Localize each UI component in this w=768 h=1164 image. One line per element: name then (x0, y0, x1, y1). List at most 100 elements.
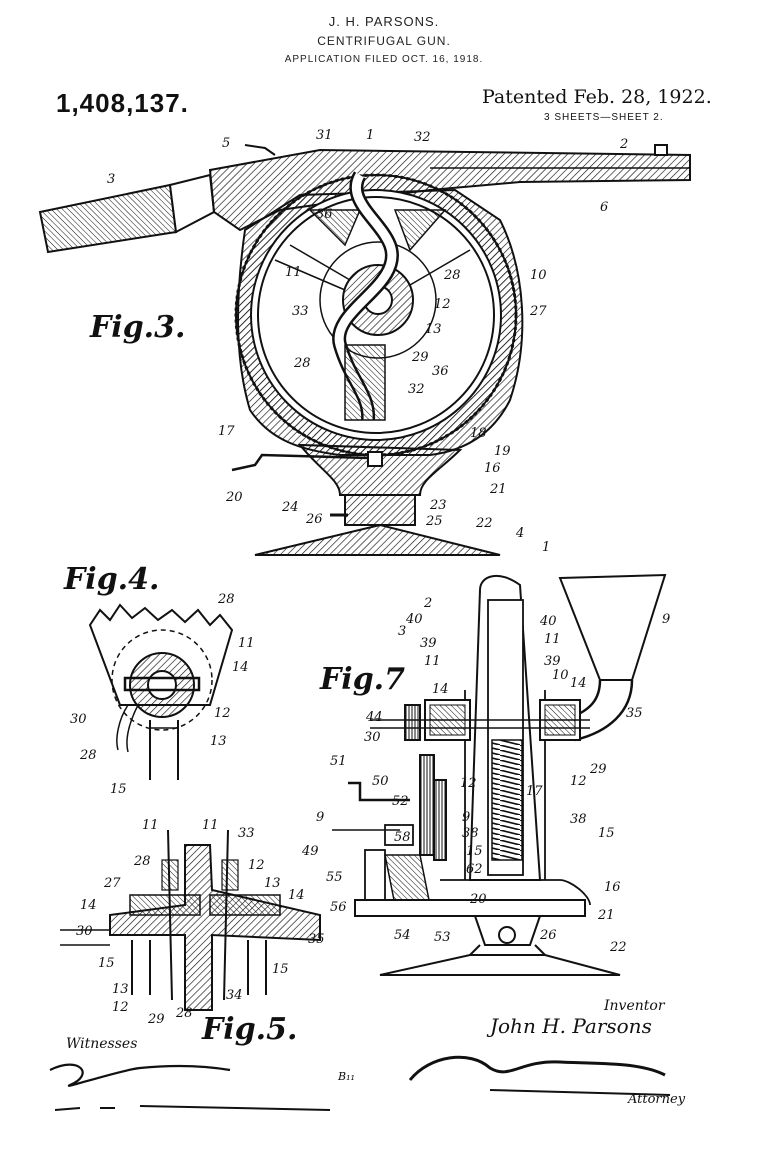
fig7-ref: 9 (316, 810, 325, 825)
inventor-label: Inventor (604, 998, 665, 1014)
fig5-ref: 35 (308, 932, 325, 947)
fig4-ref: 12 (214, 706, 231, 721)
fig7-ref: 16 (604, 880, 621, 895)
fig4-drawing (88, 603, 234, 780)
fig3-ref: 25 (426, 514, 443, 529)
fig3-ref: 16 (484, 461, 501, 476)
signature-strokes (49, 1055, 671, 1111)
fig7-ref: 55 (326, 870, 343, 885)
fig7-ref: 10 (552, 668, 569, 683)
fig3-ref: 19 (494, 444, 511, 459)
inventor-name: John H. Parsons (490, 1014, 652, 1038)
fig5-ref: 30 (76, 924, 93, 939)
fig7-ref: 29 (590, 762, 607, 777)
fig7-ref: 11 (424, 654, 441, 669)
fig7-ref: 15 (466, 844, 483, 859)
fig5-ref: 15 (98, 956, 115, 971)
fig7-ref: 62 (466, 862, 483, 877)
fig5-ref: 14 (288, 888, 305, 903)
fig3-label: Fig.3. (90, 310, 186, 345)
fig3-ref: 26 (306, 512, 323, 527)
fig7-ref: 14 (570, 676, 587, 691)
fig5-ref: 28 (134, 854, 151, 869)
fig7-ref: 22 (610, 940, 627, 955)
fig7-ref: 3 (398, 624, 407, 639)
fig3-ref: 32 (408, 382, 425, 397)
fig3-ref: 11 (285, 265, 302, 280)
fig5-label: Fig.5. (202, 1012, 298, 1047)
fig7-ref: 58 (394, 830, 411, 845)
fig7-ref: 9 (662, 612, 671, 627)
fig4-ref: 28 (80, 748, 97, 763)
fig5-ref: 11 (142, 818, 159, 833)
fig3-ref: 31 (316, 128, 333, 143)
fig7-ref: 39 (544, 654, 561, 669)
fig5-ref: 27 (104, 876, 121, 891)
fig7-ref: 14 (432, 682, 449, 697)
fig3-ref: 10 (530, 268, 547, 283)
fig5-ref: 15 (272, 962, 289, 977)
fig3-ref: 12 (434, 297, 451, 312)
fig4-ref: 14 (232, 660, 249, 675)
fig7-ref: 44 (366, 710, 383, 725)
fig3-ref: 6 (600, 200, 609, 215)
witnesses-label: Witnesses (66, 1036, 138, 1052)
fig7-ref: 35 (626, 706, 643, 721)
fig7-ref: 52 (392, 794, 409, 809)
fig3-ref: 33 (292, 304, 309, 319)
fig5-ref: 33 (238, 826, 255, 841)
fig7-ref: 40 (540, 614, 557, 629)
fig3-ref: 18 (470, 426, 487, 441)
fig3-ref: 23 (430, 498, 447, 513)
fig3-ref: 1 (366, 128, 375, 143)
fig3-ref: 28 (294, 356, 311, 371)
fig7-ref: 49 (302, 844, 319, 859)
fig7-ref: 39 (420, 636, 437, 651)
fig7-ref: 21 (598, 908, 615, 923)
fig5-ref: 11 (202, 818, 219, 833)
fig7-ref: 38 (462, 826, 479, 841)
fig7-ref: 54 (394, 928, 411, 943)
fig3-drawing (38, 144, 691, 556)
fig3-ref: 20 (226, 490, 243, 505)
patent-number: 1,408,137. (56, 88, 189, 118)
fig3-ref: 13 (425, 322, 442, 337)
fig7-ref: 4 (516, 526, 525, 541)
fig3-ref: 17 (218, 424, 235, 439)
fig3-ref: 27 (530, 304, 547, 319)
fig3-ref: 28 (444, 268, 461, 283)
fig4-ref: 15 (110, 782, 127, 797)
fig7-ref: 1 (542, 540, 551, 555)
fig3-ref: 29 (412, 350, 429, 365)
fig7-ref: 17 (526, 784, 543, 799)
fig4-ref: 28 (218, 592, 235, 607)
fig5-ref: 29 (148, 1012, 165, 1027)
fig3-ref: 2 (620, 137, 629, 152)
fig3-ref: 3 (107, 172, 116, 187)
fig7-ref: 53 (434, 930, 451, 945)
fig3-ref: 36 (432, 364, 449, 379)
fig7-ref: 50 (372, 774, 389, 789)
fig7-ref: 15 (598, 826, 615, 841)
fig7-ref: 12 (460, 776, 477, 791)
fig7-ref: 20 (470, 892, 487, 907)
fig4-label: Fig.4. (64, 562, 160, 597)
fig5-ref: 12 (248, 858, 265, 873)
patent-title: CENTRIFUGAL GUN. (317, 34, 451, 48)
fig3-ref: 24 (282, 500, 299, 515)
fig5-ref: 28 (176, 1006, 193, 1021)
fig3-ref: 5 (222, 136, 231, 151)
fig5-ref: 13 (264, 876, 281, 891)
fig7-drawing (332, 573, 667, 976)
fig3-ref: 36 (316, 207, 333, 222)
fig5-ref: 14 (80, 898, 97, 913)
fig7-ref: 40 (406, 612, 423, 627)
fig7-ref: 2 (424, 596, 433, 611)
fig7-ref: 56 (330, 900, 347, 915)
inventor-line: J. H. PARSONS. (328, 14, 440, 29)
fig5-drawing (60, 829, 321, 1011)
fig7-ref: 12 (570, 774, 587, 789)
fig3-ref: 21 (490, 482, 507, 497)
fig4-ref: 30 (70, 712, 87, 727)
